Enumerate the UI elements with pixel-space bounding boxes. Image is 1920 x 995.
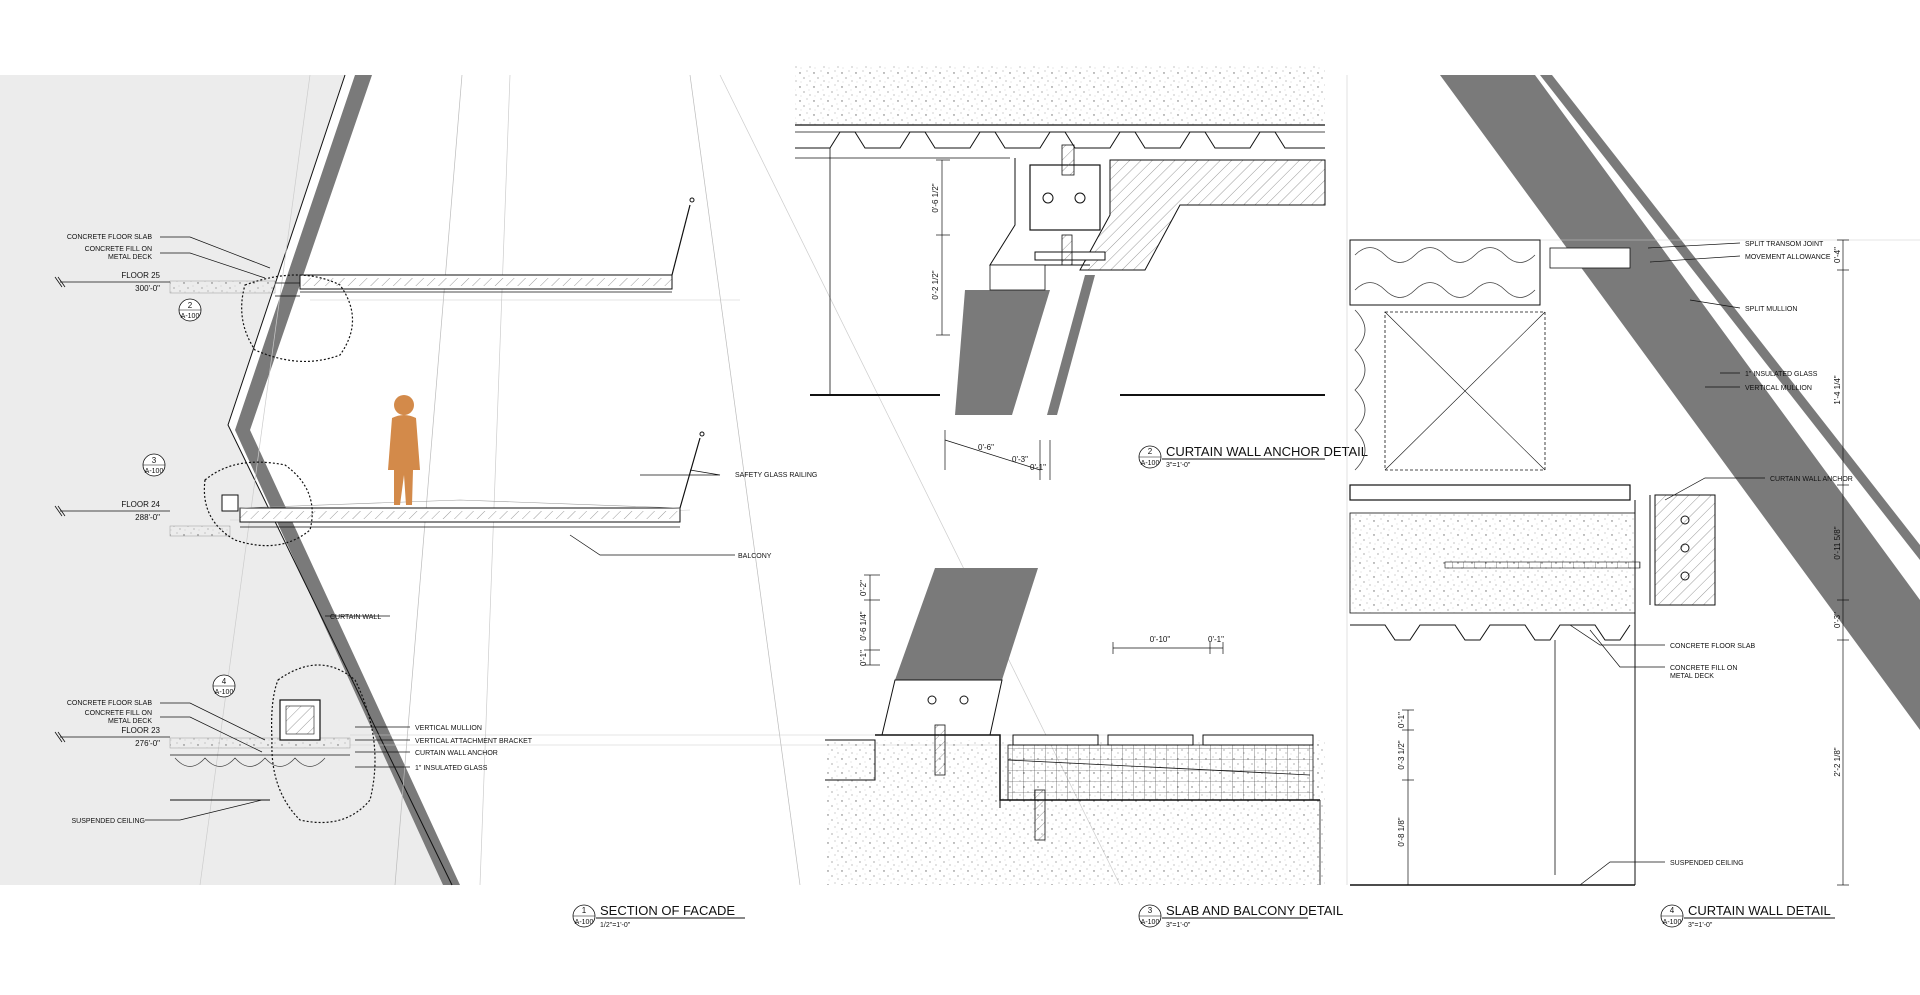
wall-dim-r5: 2'-2 1/8" <box>1833 747 1842 776</box>
svg-text:4: 4 <box>1670 906 1675 915</box>
svg-text:1: 1 <box>582 906 587 915</box>
label-concrete-floor-slab-bottom: CONCRETE FLOOR SLAB <box>67 700 153 707</box>
title-anchor-detail: 2 A-100 CURTAIN WALL ANCHOR DETAIL 3"=1'… <box>1138 444 1368 469</box>
label-movement-allowance: MOVEMENT ALLOWANCE <box>1745 254 1831 261</box>
balcony-dim-5: 0'-1" <box>1208 635 1224 644</box>
wall-dim-r1: 0'-4" <box>1833 247 1842 263</box>
wall-dim-l1: 0'-1" <box>1397 712 1406 728</box>
curtain-wall-anchor-detail: 0'-6 1/2" 0'-2 1/2" 0'-6" 0'-3" 0'-1" 2 … <box>795 65 1368 480</box>
label-suspended-ceiling: SUSPENDED CEILING <box>71 818 145 825</box>
label-curtain-wall-anchor: CURTAIN WALL ANCHOR <box>415 750 498 757</box>
floor-25-elevation: 300'-0" <box>135 284 160 293</box>
floor-25-label: FLOOR 25 <box>121 271 160 280</box>
label-concrete-fill-top-1: CONCRETE FILL ON <box>85 246 152 253</box>
svg-text:2: 2 <box>188 301 193 310</box>
callout-4: 4 A-100 <box>212 674 236 698</box>
wall-dim-r4: 0'-3" <box>1833 612 1842 628</box>
svg-text:3: 3 <box>152 456 157 465</box>
label-insulated-glass-detail: 1" INSULATED GLASS <box>1745 371 1818 378</box>
svg-text:A-100: A-100 <box>575 919 594 926</box>
svg-text:CURTAIN WALL DETAIL: CURTAIN WALL DETAIL <box>1688 903 1831 918</box>
svg-text:3"=1'-0": 3"=1'-0" <box>1166 922 1191 929</box>
anchor-dim-5: 0'-1" <box>1030 463 1046 472</box>
svg-text:3: 3 <box>1148 906 1153 915</box>
callout-3: 3 A-100 <box>142 453 166 477</box>
svg-text:2: 2 <box>1148 447 1153 456</box>
svg-text:A-100: A-100 <box>1141 919 1160 926</box>
balcony-dim-4: 0'-10" <box>1150 635 1171 644</box>
label-attachment-bracket: VERTICAL ATTACHMENT BRACKET <box>415 738 533 745</box>
person-figure <box>388 395 420 505</box>
floor-23-elevation: 276'-0" <box>135 739 160 748</box>
floor-24-elevation: 288'-0" <box>135 513 160 522</box>
anchor-dim-2: 0'-2 1/2" <box>931 270 940 299</box>
label-concrete-floor-slab-top: CONCRETE FLOOR SLAB <box>67 234 153 241</box>
anchor-dim-1: 0'-6 1/2" <box>931 183 940 212</box>
svg-text:1/2"=1'-0": 1/2"=1'-0" <box>600 922 631 929</box>
label-vertical-mullion: VERTICAL MULLION <box>415 725 482 732</box>
label-curtain-wall-anchor-detail: CURTAIN WALL ANCHOR <box>1770 476 1853 483</box>
label-curtain-wall: CURTAIN WALL <box>330 614 381 621</box>
wall-dim-l3: 0'-8 1/8" <box>1397 817 1406 846</box>
svg-text:3"=1'-0": 3"=1'-0" <box>1688 922 1713 929</box>
svg-text:A-100: A-100 <box>145 468 164 475</box>
svg-text:A-100: A-100 <box>215 689 234 696</box>
label-concrete-fill-detail-2: METAL DECK <box>1670 673 1714 680</box>
balcony-dim-3: 0'-1" <box>859 650 868 666</box>
label-suspended-ceiling-detail: SUSPENDED CEILING <box>1670 860 1744 867</box>
anchor-dim-4: 0'-3" <box>1012 455 1028 464</box>
floor-24-label: FLOOR 24 <box>121 500 160 509</box>
label-balcony: BALCONY <box>738 553 772 560</box>
floor-23-label: FLOOR 23 <box>121 726 160 735</box>
title-section-of-facade: 1 A-100 SECTION OF FACADE 1/2"=1'-0" <box>572 903 745 929</box>
label-concrete-floor-slab-detail: CONCRETE FLOOR SLAB <box>1670 643 1756 650</box>
wall-dim-l2: 0'-3 1/2" <box>1397 740 1406 769</box>
svg-text:CURTAIN WALL ANCHOR DETAIL: CURTAIN WALL ANCHOR DETAIL <box>1166 444 1368 459</box>
svg-text:A-100: A-100 <box>1141 460 1160 467</box>
slab-balcony-detail: 0'-2" 0'-6 1/4" 0'-1" 0'-10" 0'-1" 3 A-1… <box>825 568 1343 929</box>
label-safety-glass-railing: SAFETY GLASS RAILING <box>735 472 817 479</box>
svg-text:3"=1'-0": 3"=1'-0" <box>1166 462 1191 469</box>
callout-2: 2 A-100 <box>178 298 202 322</box>
svg-text:SLAB AND BALCONY DETAIL: SLAB AND BALCONY DETAIL <box>1166 903 1343 918</box>
svg-text:SECTION OF FACADE: SECTION OF FACADE <box>600 903 735 918</box>
title-balcony-detail: 3 A-100 SLAB AND BALCONY DETAIL 3"=1'-0" <box>1138 903 1343 929</box>
label-split-transom-joint: SPLIT TRANSOM JOINT <box>1745 241 1824 248</box>
svg-text:4: 4 <box>222 677 227 686</box>
svg-text:A-100: A-100 <box>181 313 200 320</box>
anchor-dim-3: 0'-6" <box>978 443 994 452</box>
label-concrete-fill-bottom-2: METAL DECK <box>108 718 152 725</box>
label-concrete-fill-detail-1: CONCRETE FILL ON <box>1670 665 1737 672</box>
label-split-mullion: SPLIT MULLION <box>1745 306 1797 313</box>
label-insulated-glass: 1" INSULATED GLASS <box>415 765 488 772</box>
label-concrete-fill-top-2: METAL DECK <box>108 254 152 261</box>
wall-dim-r3: 0'-11 5/8" <box>1833 526 1842 559</box>
label-concrete-fill-bottom-1: CONCRETE FILL ON <box>85 710 152 717</box>
label-vertical-mullion-detail: VERTICAL MULLION <box>1745 385 1812 392</box>
title-curtain-wall-detail: 4 A-100 CURTAIN WALL DETAIL 3"=1'-0" <box>1660 903 1835 929</box>
svg-text:A-100: A-100 <box>1663 919 1682 926</box>
balcony-dim-2: 0'-6 1/4" <box>859 611 868 640</box>
balcony-dim-1: 0'-2" <box>859 580 868 596</box>
wall-dim-r2: 1'-4 1/4" <box>1833 375 1842 404</box>
curtain-wall-detail: SPLIT TRANSOM JOINT MOVEMENT ALLOWANCE S… <box>1346 75 1920 929</box>
